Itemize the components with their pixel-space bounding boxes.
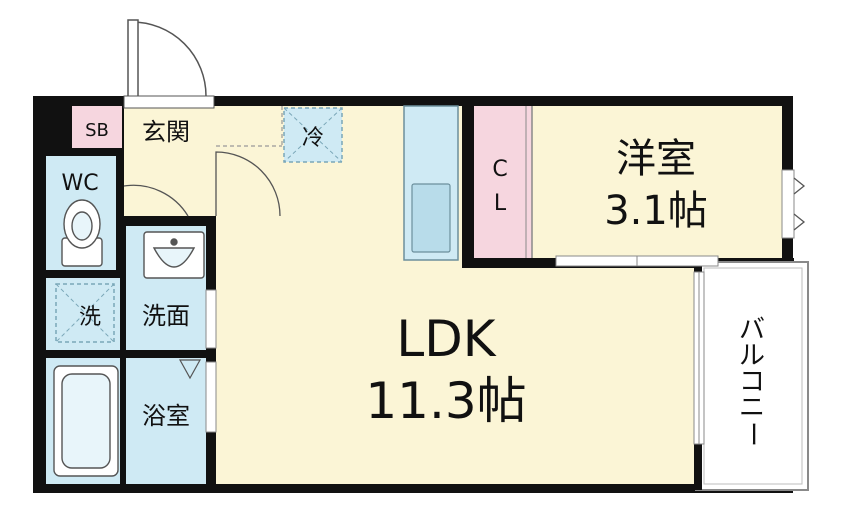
toilet-icon: [61, 199, 103, 267]
wall-yoshitsu-left: [462, 100, 474, 268]
genkan-floor: [124, 106, 216, 216]
sb-label: SB: [85, 120, 109, 141]
cl-label-top: C: [492, 157, 507, 182]
genkan-inner-door: [123, 151, 281, 217]
genkan-label: 玄関: [142, 118, 190, 146]
window-vent-icon: [793, 177, 806, 231]
wall-genkan-bottom: [116, 216, 212, 226]
wall-bath-top: [40, 350, 212, 358]
balcony-char-3: コ: [739, 367, 765, 397]
fridge-space: [283, 107, 343, 163]
fridge-label: 冷: [302, 126, 324, 151]
sb-floor: [72, 106, 122, 148]
balcony-char-5: ー: [737, 421, 767, 447]
yoshitsu-window: [781, 169, 795, 239]
balcony-char-2: ル: [739, 341, 765, 371]
cl-label-bottom: L: [494, 191, 507, 216]
wall-wc-top: [40, 148, 122, 156]
ldk-size: 11.3帖: [365, 372, 526, 430]
balcony: [695, 261, 809, 491]
wall-wc-right: [116, 148, 124, 278]
cl-floor: [474, 106, 532, 258]
wall-senmen-left: [120, 226, 126, 356]
senmen-door: [205, 289, 217, 349]
wall-wc-bottom: [40, 270, 124, 278]
ldk-name: LDK: [396, 310, 496, 368]
washbasin-icon: [143, 231, 205, 279]
wall-bath-left: [120, 358, 126, 484]
senmen-label: 洗面: [142, 302, 190, 330]
bath-door: [205, 361, 217, 433]
washer-space: [55, 283, 115, 343]
balcony-char-1: バ: [739, 315, 765, 345]
youshitsu-name: 洋室: [616, 136, 696, 182]
wc-label: WC: [61, 171, 98, 196]
bath-door-mark: [178, 359, 202, 380]
youshitsu-floor: [532, 106, 782, 258]
balcony-char-4: ニ: [739, 393, 765, 423]
entrance-opening: [123, 95, 215, 109]
bathtub-icon: [53, 365, 119, 477]
entrance-door: [127, 19, 207, 99]
kitchen-counter: [403, 105, 459, 261]
youshitsu-size: 3.1帖: [604, 188, 708, 234]
yokushitsu-label: 浴室: [142, 402, 190, 430]
washer-label: 洗: [79, 305, 101, 330]
